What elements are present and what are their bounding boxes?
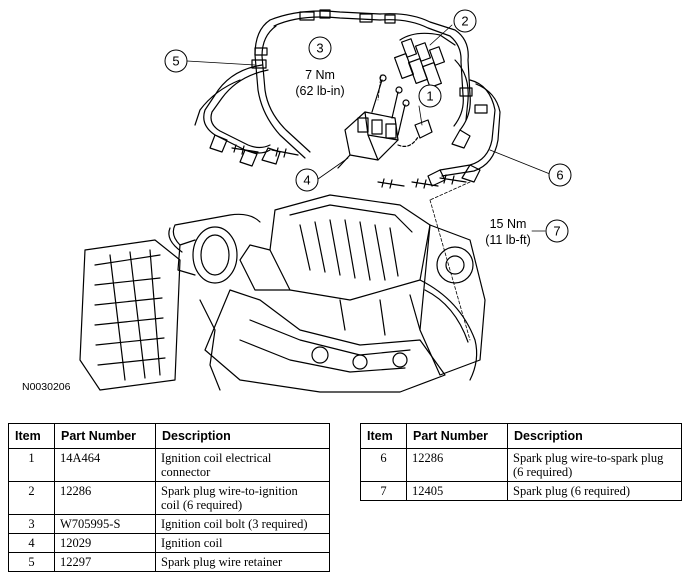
coil-wire-boots	[393, 32, 456, 88]
description-cell: Spark plug wire retainer	[155, 552, 330, 572]
callout-4: 4	[303, 173, 310, 188]
description-line: Ignition coil	[161, 536, 223, 550]
table-row: 4 12029 Ignition coil	[8, 533, 330, 553]
item-cell: 6	[360, 448, 407, 482]
part-number-cell: 12286	[54, 481, 156, 515]
spark-plug-wire-harness	[194, 9, 501, 187]
description-line: Spark plug (6 required)	[513, 484, 630, 498]
header-item: Item	[360, 423, 407, 449]
table-row: 7 12405 Spark plug (6 required)	[360, 481, 682, 501]
item-cell: 2	[8, 481, 55, 515]
leader-lines	[186, 24, 551, 341]
part-number-cell: 12029	[54, 533, 156, 553]
table-row: 6 12286 Spark plug wire-to-spark plug(6 …	[360, 448, 682, 482]
table-row: 3 W705995-S Ignition coil bolt (3 requir…	[8, 514, 330, 534]
item-cell: 1	[8, 448, 55, 482]
part-number-cell: 12297	[54, 552, 156, 572]
description-line: (6 required)	[513, 465, 573, 479]
description-line: coil (6 required)	[161, 498, 243, 512]
description-line: connector	[161, 465, 211, 479]
parts-table-right: Item Part Number Description 6 12286 Spa…	[360, 423, 682, 501]
table-header-row: Item Part Number Description	[8, 423, 330, 449]
description-line: Spark plug wire-to-spark plug	[513, 451, 664, 465]
part-number-cell: 12405	[406, 481, 508, 501]
figure-id: N0030206	[22, 381, 71, 393]
torque-3-lb: (62 lb-in)	[295, 84, 344, 98]
description-cell: Ignition coil bolt (3 required)	[155, 514, 330, 534]
description-cell: Ignition coil	[155, 533, 330, 553]
callout-2: 2	[461, 14, 468, 29]
callout-1: 1	[426, 89, 433, 104]
item-cell: 3	[8, 514, 55, 534]
header-description: Description	[507, 423, 682, 449]
callout-circles	[164, 9, 572, 243]
part-number-cell: W705995-S	[54, 514, 156, 534]
header-item: Item	[8, 423, 55, 449]
description-cell: Spark plug (6 required)	[507, 481, 682, 501]
torque-3-nm: 7 Nm	[305, 68, 335, 82]
callout-5: 5	[172, 54, 179, 69]
header-part-number: Part Number	[54, 423, 156, 449]
torque-7-lb: (11 lb-ft)	[485, 233, 531, 247]
table-header-row: Item Part Number Description	[360, 423, 682, 449]
description-line: Ignition coil bolt (3 required)	[161, 517, 308, 531]
item-cell: 4	[8, 533, 55, 553]
spark-plugs	[231, 144, 467, 189]
engine-block	[79, 194, 486, 393]
item-cell: 7	[360, 481, 407, 501]
engine-diagram: 5 2 3 1 4 6 7 7 Nm (62 lb-in) 15 Nm (11 …	[79, 9, 572, 393]
description-cell: Spark plug wire-to-spark plug(6 required…	[507, 448, 682, 482]
header-description: Description	[155, 423, 330, 449]
header-part-number: Part Number	[406, 423, 508, 449]
table-row: 5 12297 Spark plug wire retainer	[8, 552, 330, 572]
parts-table-left: Item Part Number Description 1 14A464 Ig…	[8, 423, 330, 572]
part-number-cell: 12286	[406, 448, 508, 482]
torque-7-nm: 15 Nm	[490, 217, 527, 231]
ignition-coil	[337, 74, 433, 169]
callout-3: 3	[316, 41, 323, 56]
part-number-cell: 14A464	[54, 448, 156, 482]
description-line: Ignition coil electrical	[161, 451, 272, 465]
callout-6: 6	[556, 168, 563, 183]
description-line: Spark plug wire-to-ignition	[161, 484, 298, 498]
item-cell: 5	[8, 552, 55, 572]
description-line: Spark plug wire retainer	[161, 555, 283, 569]
callout-7: 7	[553, 224, 560, 239]
